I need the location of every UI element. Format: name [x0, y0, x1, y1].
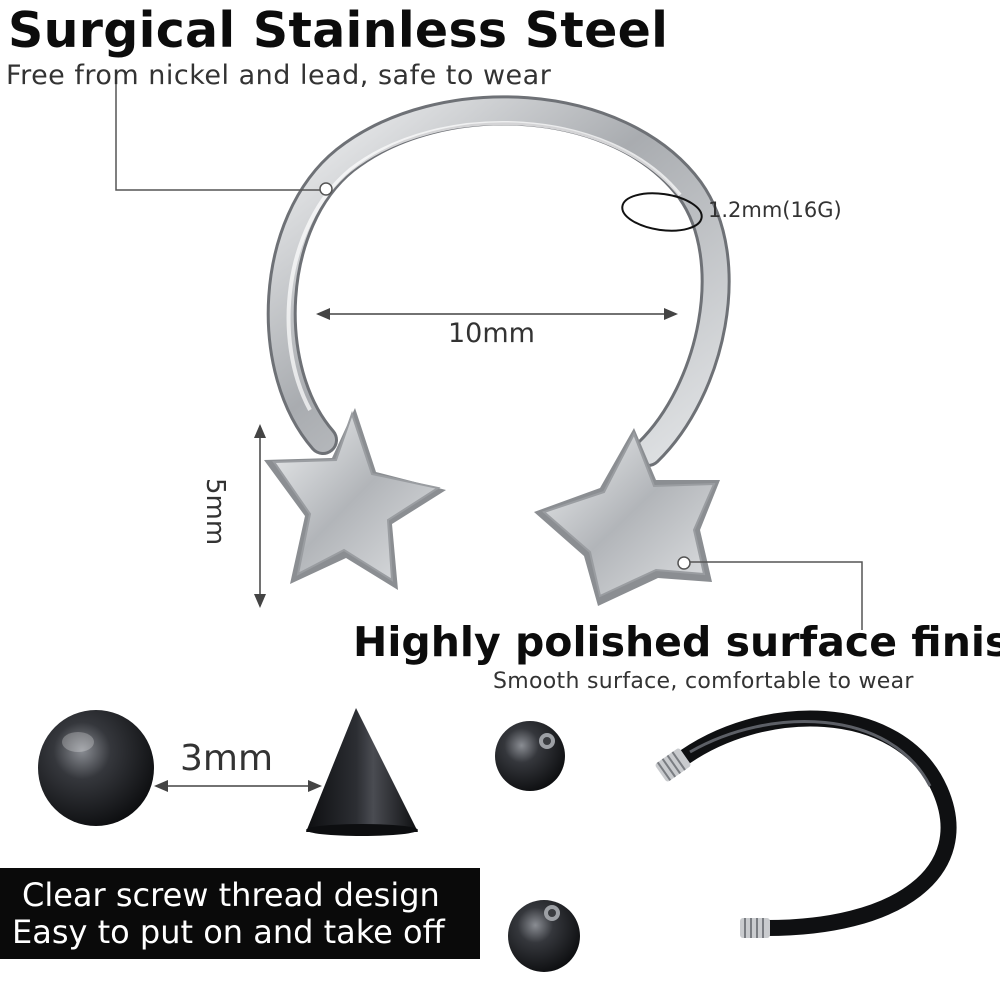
thread-callout-box	[0, 868, 480, 959]
star-end-right	[534, 428, 720, 606]
diameter-arrow	[316, 308, 678, 320]
horseshoe-ring	[266, 95, 731, 467]
diameter-label: 10mm	[448, 318, 535, 349]
ball-size-arrow	[154, 780, 322, 792]
thread-tip-top	[655, 748, 691, 782]
threaded-ball-top	[495, 721, 565, 791]
thread-tip-bottom	[740, 918, 770, 938]
black-ball-large	[38, 710, 154, 826]
finish-subheading: Smooth surface, comfortable to wear	[493, 669, 914, 694]
ball-size-label: 3mm	[180, 738, 274, 779]
page-subtitle: Free from nickel and lead, safe to wear	[6, 60, 552, 91]
gauge-label: 1.2mm(16G)	[708, 198, 842, 222]
thread-callout-line1: Clear screw thread design	[22, 876, 440, 914]
black-horseshoe-bar	[655, 710, 957, 938]
finish-callout-line	[677, 556, 863, 630]
star-end-left	[264, 408, 446, 590]
black-spike	[306, 708, 418, 836]
finish-heading: Highly polished surface finish	[353, 618, 1000, 666]
page-title: Surgical Stainless Steel	[8, 2, 669, 59]
gauge-callout	[621, 192, 703, 232]
star-height-label: 5mm	[200, 478, 230, 546]
thread-callout-line2: Easy to put on and take off	[12, 913, 445, 951]
threaded-ball-bottom	[508, 900, 580, 972]
height-arrow	[254, 424, 266, 608]
material-callout-line	[115, 78, 333, 196]
